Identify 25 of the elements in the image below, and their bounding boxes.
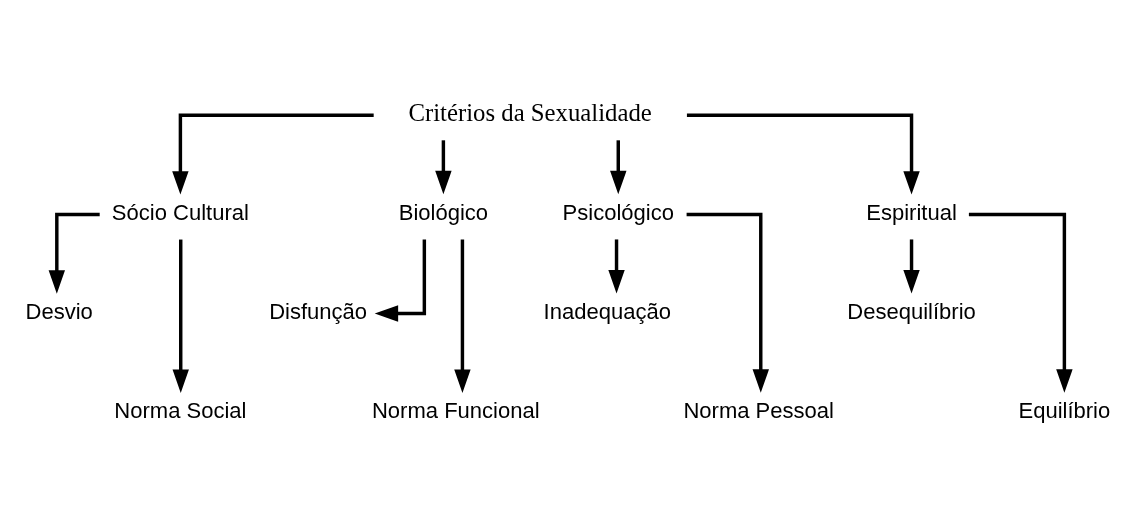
node-text: Psicológico xyxy=(562,199,674,225)
arrow xyxy=(435,139,452,194)
node-text: Norma Pessoal xyxy=(683,397,834,423)
node-text: Norma Funcional xyxy=(371,397,540,423)
node-text: Desvio xyxy=(25,298,93,324)
node-text: Sócio Cultural xyxy=(111,199,249,225)
arrow xyxy=(374,238,427,322)
arrow xyxy=(608,238,625,293)
node-text: Disfunção xyxy=(269,298,368,324)
arrow xyxy=(903,238,920,293)
arrow xyxy=(172,113,374,195)
arrow xyxy=(610,139,627,194)
arrow xyxy=(48,212,100,294)
node-text: Inadequação xyxy=(543,298,671,324)
arrow xyxy=(968,212,1073,393)
arrow xyxy=(454,239,471,393)
node-text: Espiritual xyxy=(866,199,957,225)
arrow xyxy=(172,239,189,393)
node-text: Norma Social xyxy=(114,397,247,423)
node-text: Critérios da Sexualidade xyxy=(408,98,652,126)
node-text: Equilíbrio xyxy=(1018,397,1111,423)
arrow xyxy=(686,212,769,393)
arrow xyxy=(686,113,920,195)
node-text: Biológico xyxy=(398,199,489,225)
node-text: Desequilíbrio xyxy=(847,298,976,324)
